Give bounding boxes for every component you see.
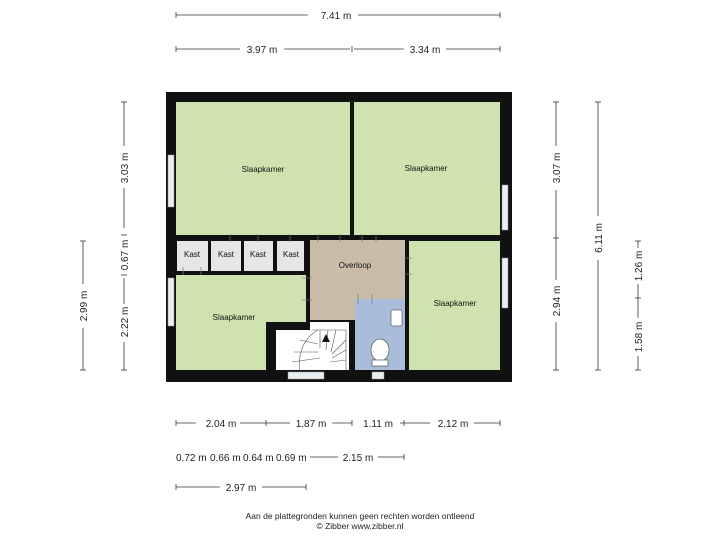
stair-wall (266, 322, 310, 370)
stair-steps (291, 329, 347, 373)
windows (167, 154, 509, 380)
dim-closet-3-label: 0.64 m (243, 453, 274, 464)
dim-left-lower-label: 2.22 m (120, 307, 131, 338)
bedroom-bottom-right (409, 241, 500, 370)
room-label-closet-4: Kast (283, 250, 300, 259)
dim-left-total-label: 2.99 m (79, 291, 90, 322)
dim-right-outer-upper-label: 1.26 m (634, 251, 645, 282)
dim-bottom-row-3: 2.97 m (175, 483, 307, 494)
dim-right-outer: 1.26 m 1.58 m (634, 240, 645, 371)
dim-left-outer: 2.99 m (79, 240, 90, 371)
dim-right-outer-lower-label: 1.58 m (634, 322, 645, 353)
dim-bottom-4-label: 2.12 m (438, 419, 469, 430)
dim-top-right-label: 3.34 m (410, 45, 441, 56)
dim-right-total-label: 6.11 m (594, 223, 605, 253)
dim-right-total: 6.11 m (594, 101, 605, 371)
dim-left-inner: 3.03 m 0.67 m 2.22 m (120, 101, 131, 371)
dim-bottom-2-label: 1.87 m (296, 419, 327, 430)
dim-top-total: 7.41 m (175, 11, 501, 22)
dim-right-upper-label: 3.07 m (552, 153, 563, 184)
toilet-icon (370, 338, 390, 367)
closet-2 (211, 241, 241, 271)
bedroom-top-left (176, 102, 350, 235)
room-label-bedroom-bottom-right: Slaapkamer (434, 299, 477, 308)
dim-right-lower-label: 2.94 m (552, 286, 563, 317)
dim-bottom-3-label: 1.11 m (363, 419, 393, 430)
door-marks (182, 234, 412, 304)
room-label-bedroom-top-right: Slaapkamer (405, 164, 448, 173)
room-label-landing: Overloop (339, 261, 372, 270)
stair-arrow-icon (322, 334, 330, 342)
dim-bottom-left-room-label: 2.97 m (226, 483, 257, 494)
dim-landing-width-label: 2.15 m (343, 453, 374, 464)
disclaimer-text: Aan de plattegronden kunnen geen rechten… (245, 511, 475, 521)
dim-left-upper-label: 3.03 m (120, 153, 131, 184)
room-label-closet-2: Kast (218, 250, 235, 259)
room-label-bedroom-bottom-left: Slaapkamer (213, 313, 256, 322)
copyright-text: © Zibber www.zibber.nl (316, 521, 404, 531)
dim-bottom-1-label: 2.04 m (206, 419, 237, 430)
dim-closet-2-label: 0.66 m (210, 453, 241, 464)
dim-bottom-row-1: 2.04 m 1.87 m 1.11 m 2.12 m (175, 419, 501, 430)
bedroom-top-right (354, 102, 500, 235)
room-label-closet-3: Kast (250, 250, 267, 259)
closet-4 (277, 241, 304, 271)
dim-closet-1-label: 0.72 m (176, 453, 207, 464)
room-label-bedroom-top-left: Slaapkamer (242, 165, 285, 174)
dim-top-left-label: 3.97 m (247, 45, 278, 56)
dim-top-total-label: 7.41 m (321, 11, 352, 22)
closet-1 (177, 241, 208, 271)
dim-bottom-row-2: 0.72 m 0.66 m 0.64 m 0.69 m 2.15 m (176, 453, 405, 464)
sink-icon (390, 309, 403, 327)
dim-left-mid-label: 0.67 m (120, 240, 131, 271)
dim-right-inner: 3.07 m 2.94 m (552, 101, 563, 371)
dim-closet-4-label: 0.69 m (276, 453, 307, 464)
closet-3 (244, 241, 273, 271)
disclaimer: Aan de plattegronden kunnen geen rechten… (0, 511, 720, 531)
room-label-closet-1: Kast (184, 250, 201, 259)
dim-top-split: 3.97 m 3.34 m (175, 45, 501, 56)
